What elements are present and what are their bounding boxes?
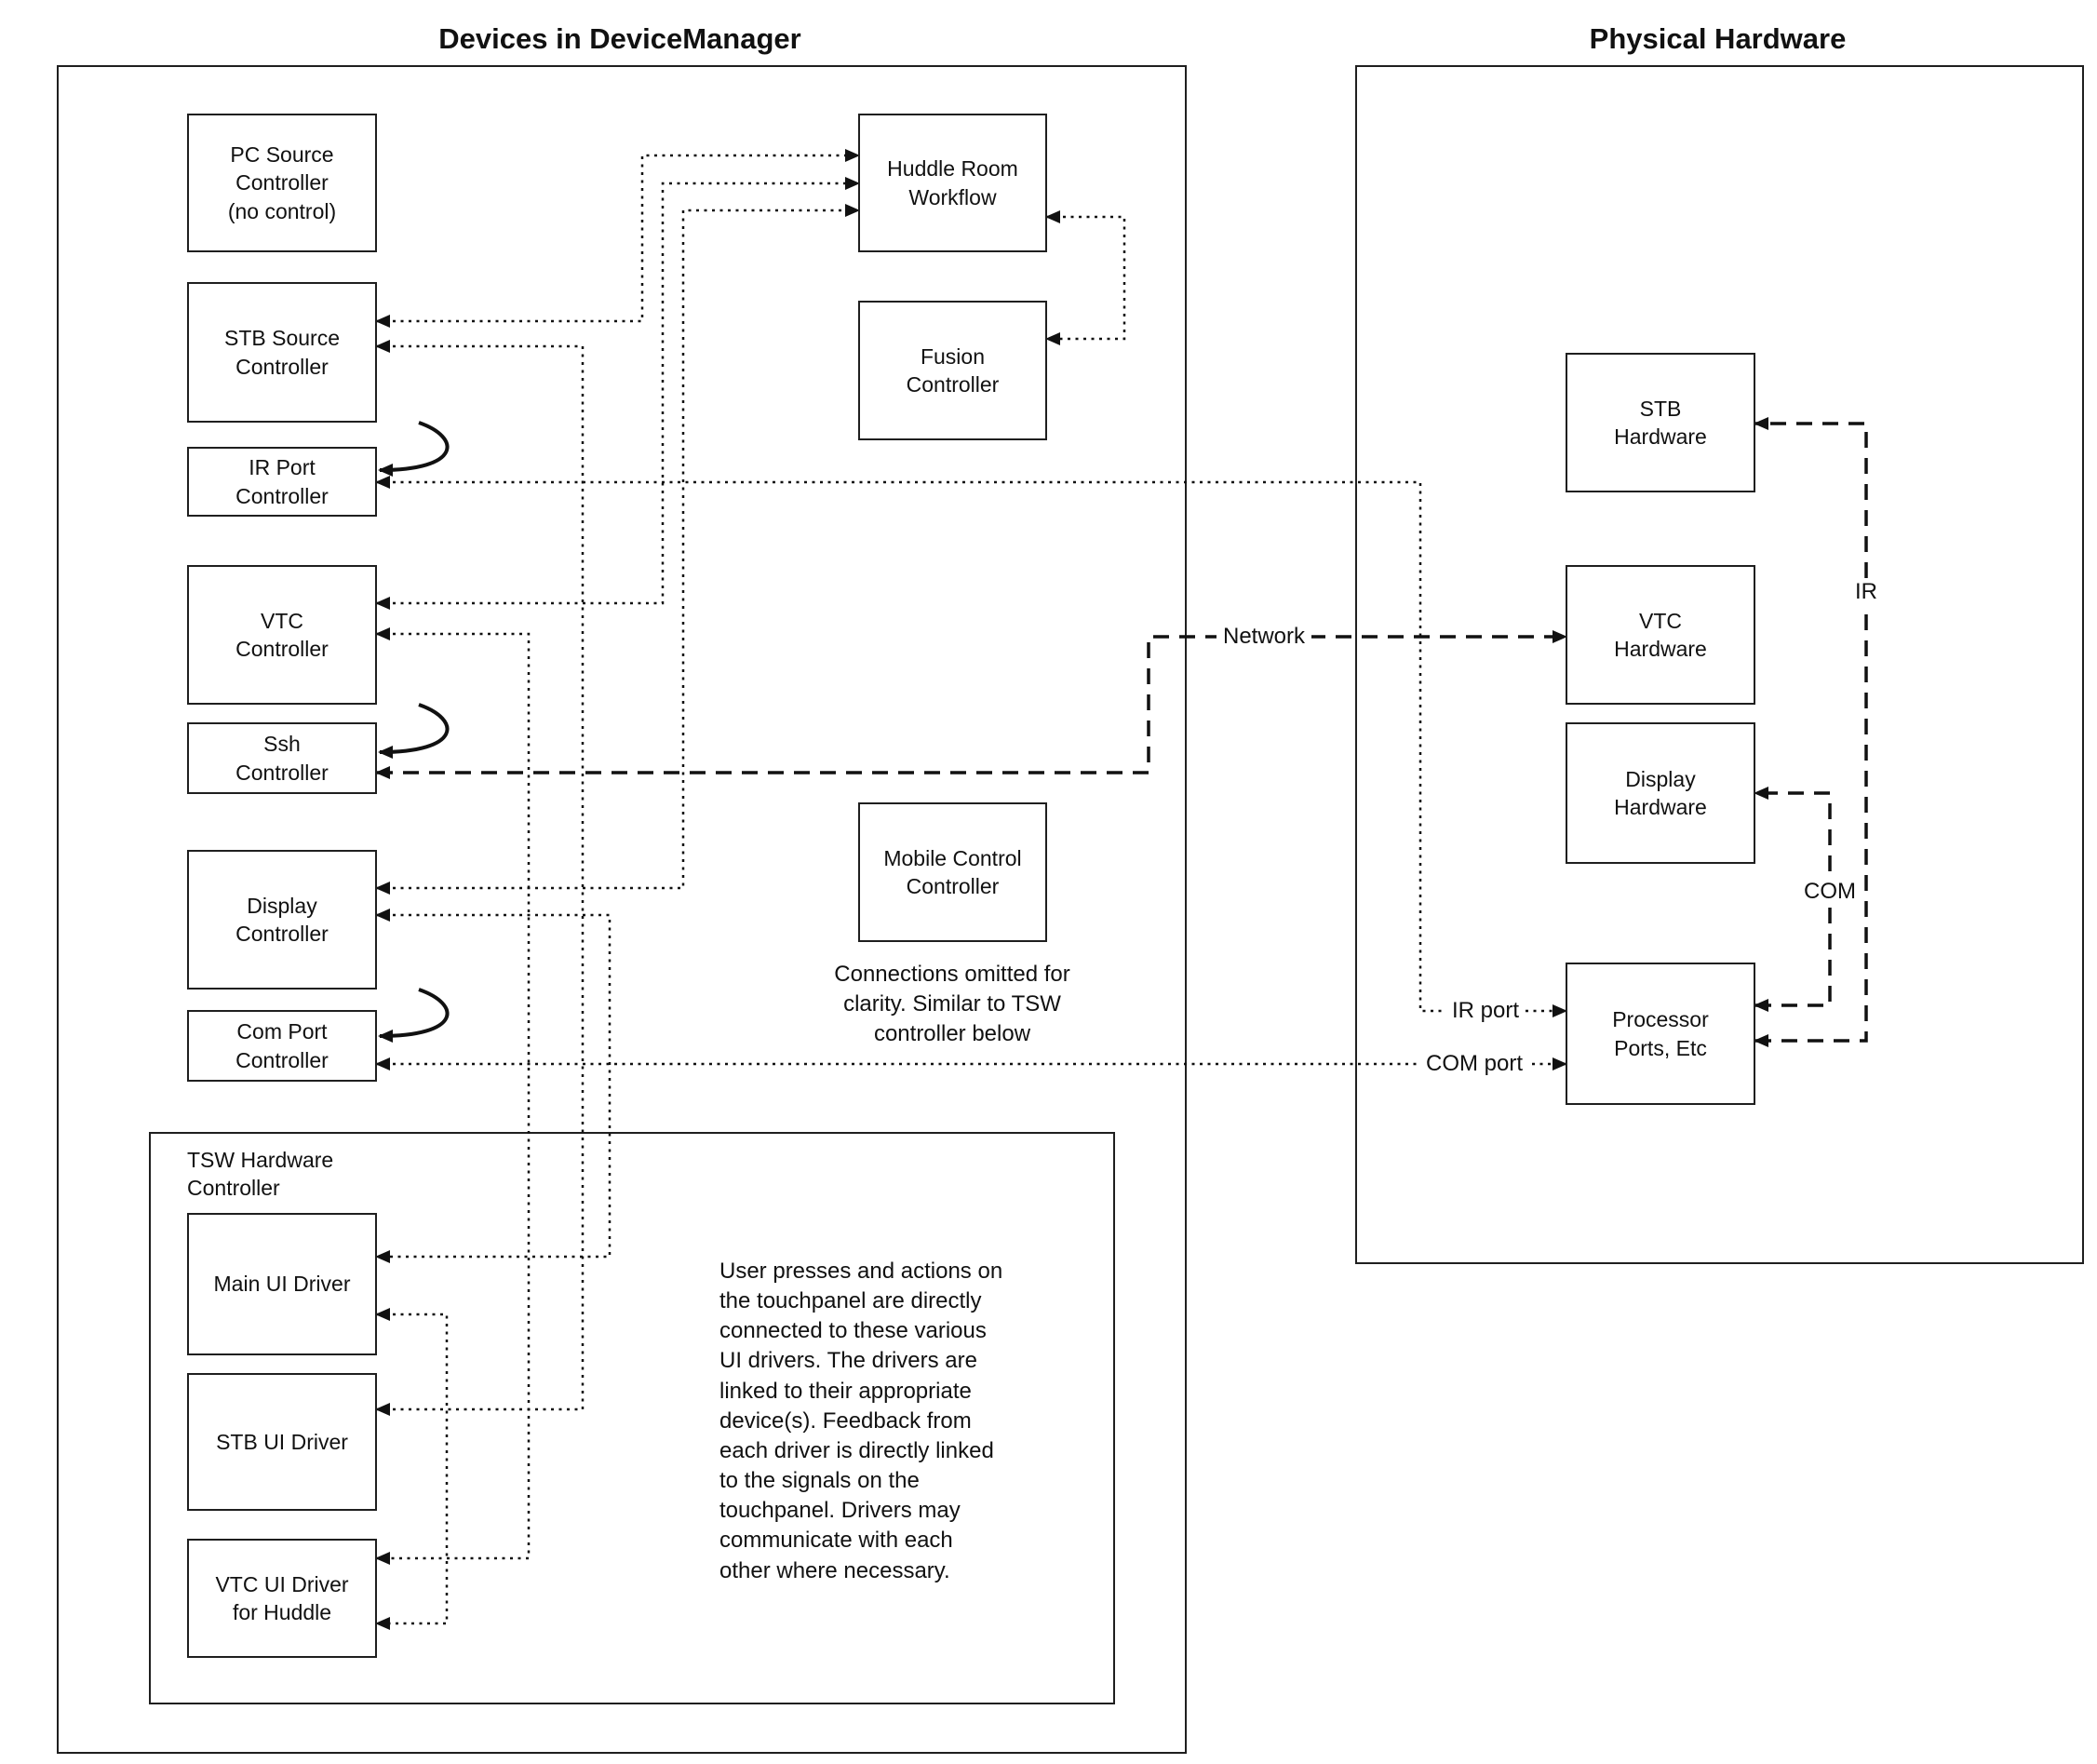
tsw-hardware-controller-container xyxy=(149,1132,1115,1704)
box-display-controller: Display Controller xyxy=(187,850,377,990)
box-fusion-controller: Fusion Controller xyxy=(858,301,1047,440)
connector-processor-ir-stb-hardware xyxy=(1754,417,1868,1047)
tsw-container-label: TSW Hardware Controller xyxy=(187,1148,334,1200)
ir-wire-label: IR xyxy=(1848,578,1884,606)
tsw-explanation-note: User presses and actions on the touchpan… xyxy=(719,1259,1003,1583)
box-mobile-control-controller: Mobile Control Controller xyxy=(858,802,1047,942)
box-huddle-room-workflow: Huddle Room Workflow xyxy=(858,114,1047,252)
box-vtc-controller: VTC Controller xyxy=(187,565,377,705)
box-stb-ui-driver: STB UI Driver xyxy=(187,1373,377,1511)
connector-processor-com-display-hardware xyxy=(1754,787,1832,1012)
connector-vtc-ui-vtc-controller xyxy=(375,627,531,1565)
connector-main-ui-display-controller xyxy=(375,909,612,1263)
connector-main-ui-vtc-ui xyxy=(375,1308,449,1630)
connector-vtc-ssh xyxy=(378,703,450,759)
box-com-port-controller: Com Port Controller xyxy=(187,1010,377,1082)
box-ir-port-controller: IR Port Controller xyxy=(187,447,377,517)
box-main-ui-driver: Main UI Driver xyxy=(187,1213,377,1355)
box-stb-hardware: STB Hardware xyxy=(1566,353,1755,492)
connector-display-com-port xyxy=(378,988,450,1043)
connector-stb-ui-stb-source xyxy=(375,340,585,1416)
box-ssh-controller: Ssh Controller xyxy=(187,722,377,794)
connections-omitted-note: Connections omitted for clarity. Similar… xyxy=(834,962,1070,1047)
connector-stb-source-ir-port xyxy=(378,421,450,477)
connector-huddle-stb-source xyxy=(375,149,860,328)
box-pc-source-controller: PC Source Controller (no control) xyxy=(187,114,377,252)
box-vtc-hardware: VTC Hardware xyxy=(1566,565,1755,705)
left-section-title: Devices in DeviceManager xyxy=(438,22,801,55)
right-section-title: Physical Hardware xyxy=(1589,22,1847,55)
com-port-wire-label: COM port xyxy=(1418,1050,1530,1078)
box-stb-source-controller: STB Source Controller xyxy=(187,282,377,423)
connector-huddle-display-controller xyxy=(375,204,860,895)
connector-huddle-vtc-controller xyxy=(375,177,860,610)
connector-huddle-fusion xyxy=(1045,210,1126,345)
network-wire-label: Network xyxy=(1216,623,1312,651)
com-wire-label: COM xyxy=(1797,878,1862,906)
box-processor-ports: Processor Ports, Etc xyxy=(1566,963,1755,1105)
ir-port-wire-label: IR port xyxy=(1445,997,1526,1025)
connector-ssh-network-vtc-hardware xyxy=(375,630,1567,779)
box-display-hardware: Display Hardware xyxy=(1566,722,1755,864)
box-vtc-ui-driver: VTC UI Driver for Huddle xyxy=(187,1539,377,1658)
